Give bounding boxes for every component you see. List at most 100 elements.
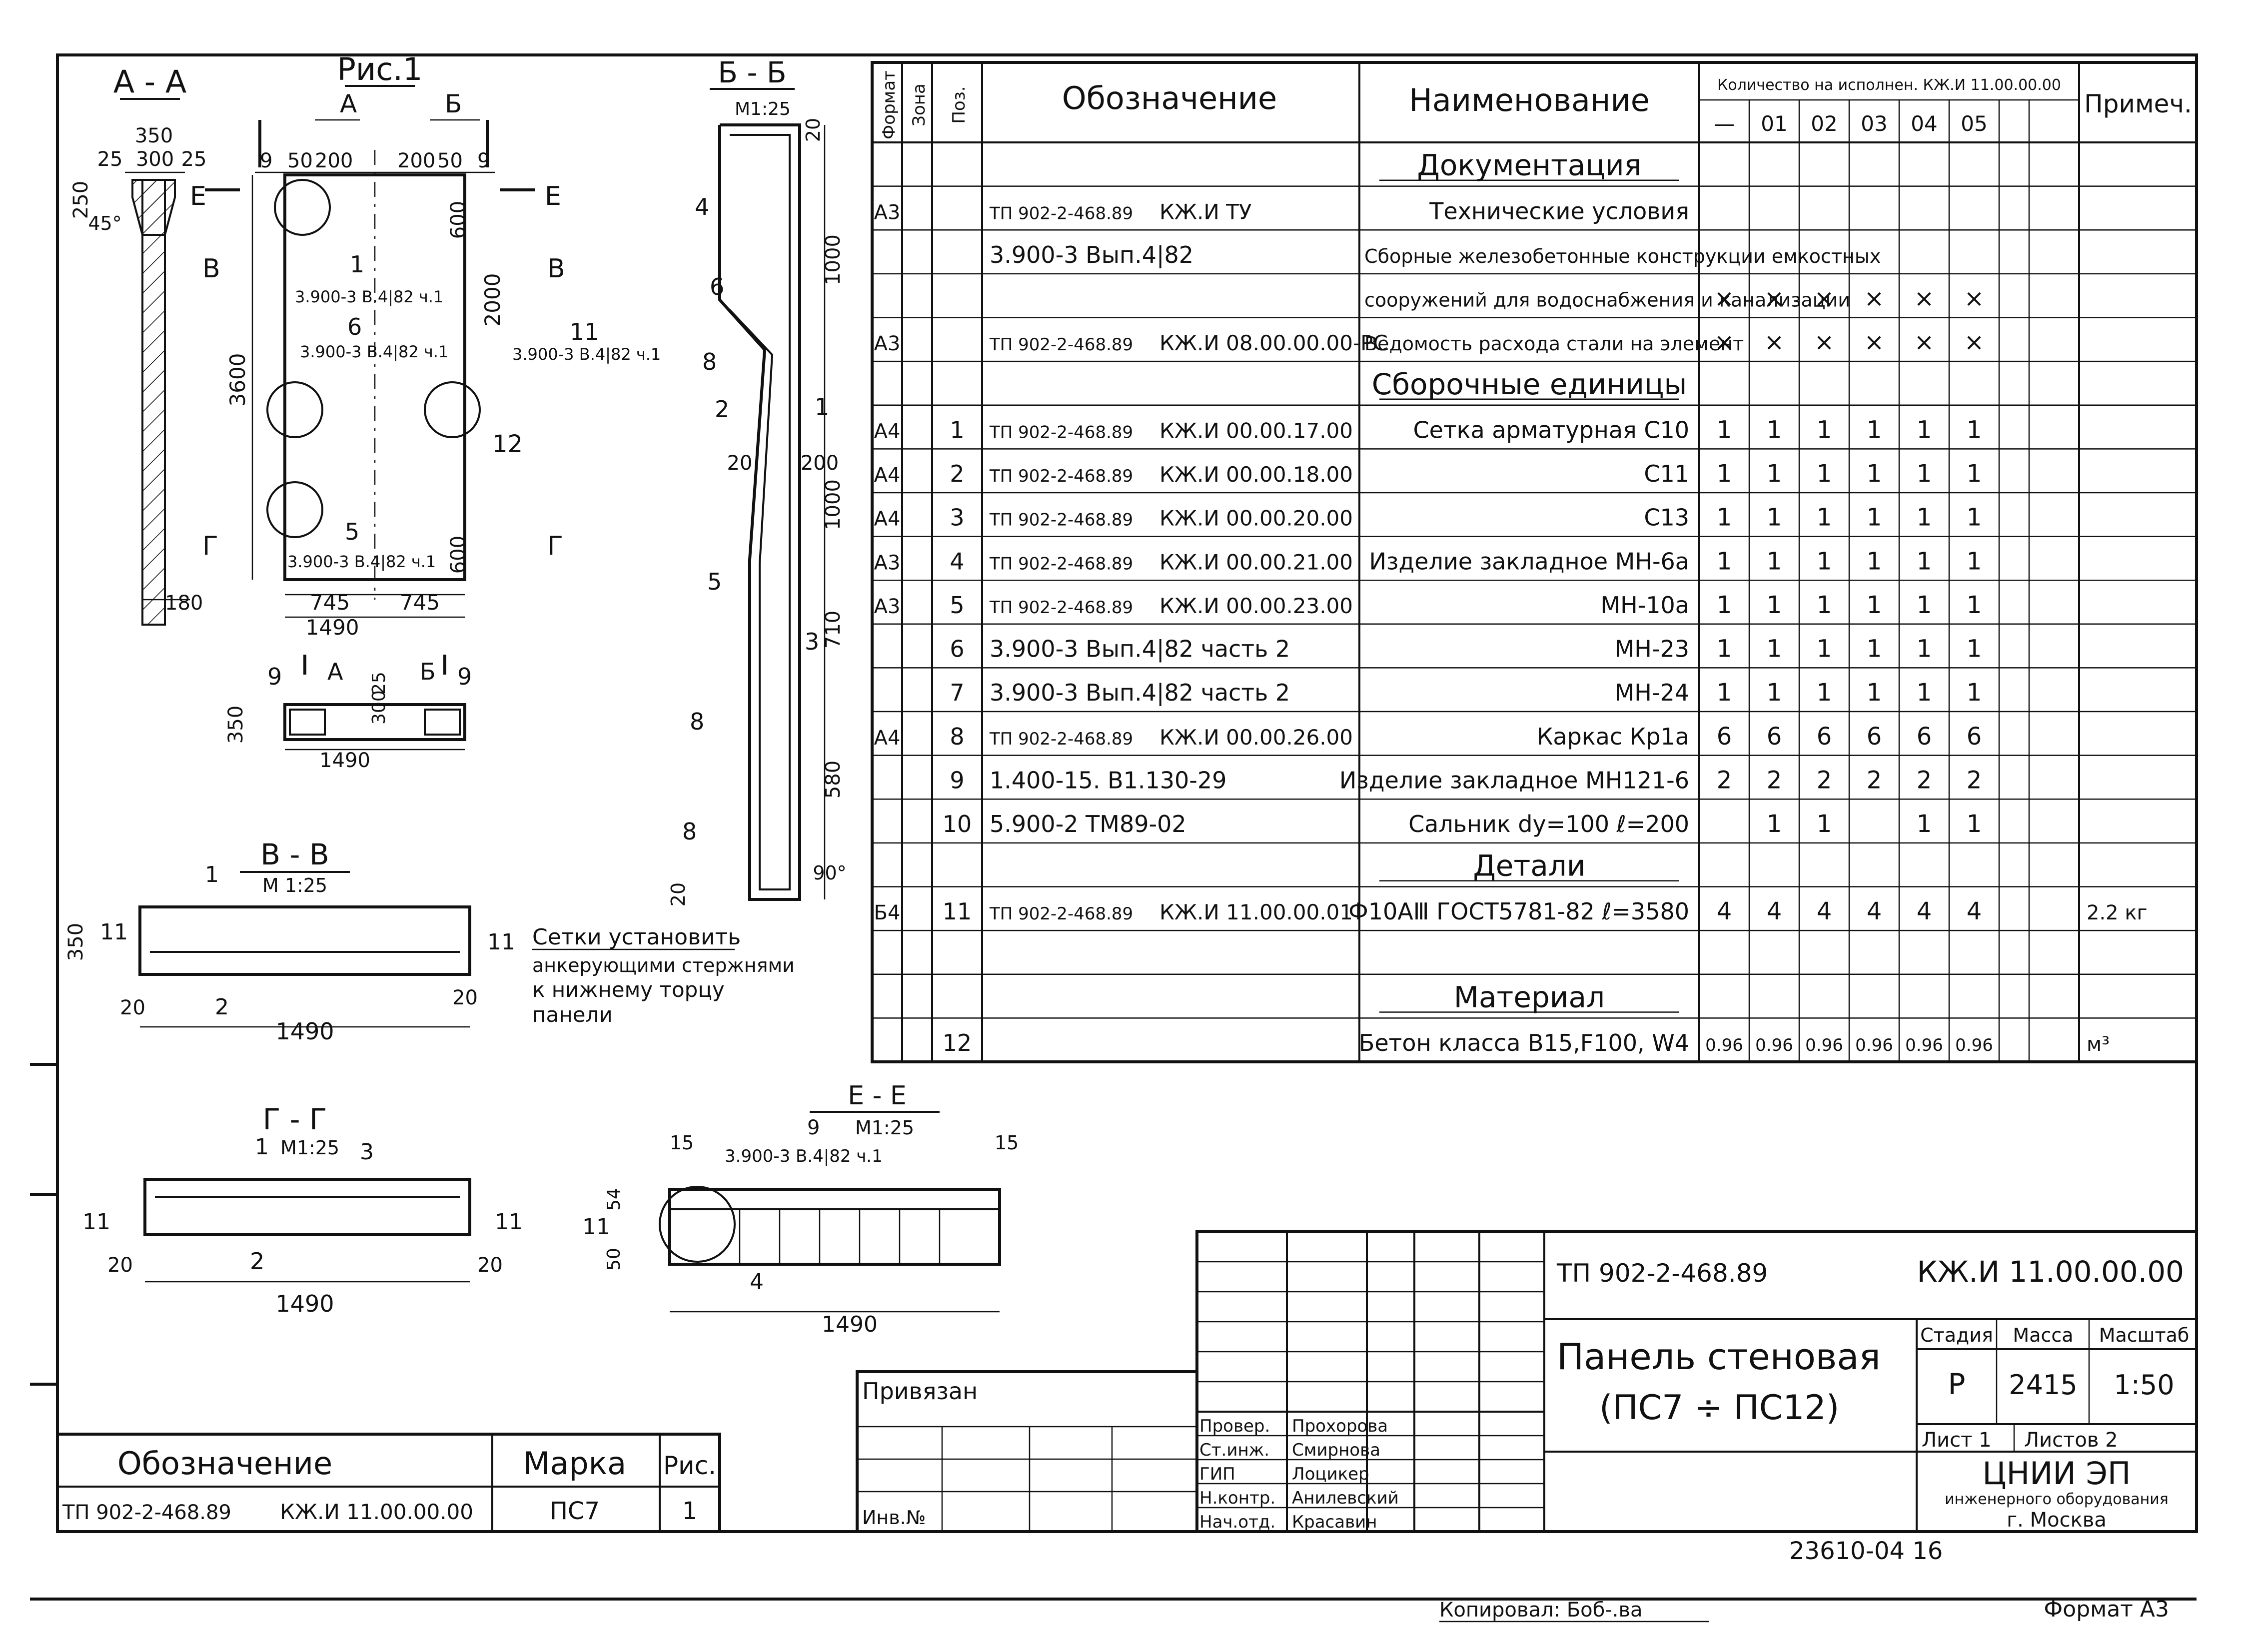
- cell-qty: 6: [1867, 723, 1882, 751]
- svg-text:02: 02: [1811, 111, 1837, 136]
- tb-role: Ст.инж.: [1199, 1440, 1269, 1460]
- cell-qty: 1: [1917, 460, 1932, 488]
- svg-text:9: 9: [457, 663, 472, 690]
- svg-text:Р: Р: [1948, 1367, 1966, 1401]
- cell-qty: 1: [1817, 591, 1832, 619]
- cell-name: Бетон класса В15,F100, W4: [1359, 1029, 1689, 1056]
- front-view: Рис.1 А Б Е Е В В Г Г 9 50 200 200 50 9 …: [190, 51, 661, 640]
- cell-designation: ТП 902-2-468.89: [989, 466, 1133, 486]
- svg-text:745: 745: [400, 590, 440, 615]
- header-pos: Поз.: [949, 86, 969, 123]
- svg-text:350: 350: [64, 923, 87, 961]
- cell-designation-code: КЖ.И 00.00.18.00: [1159, 462, 1353, 487]
- cell-qty: ×: [1814, 328, 1834, 356]
- cell-qty: 1: [1717, 460, 1732, 488]
- cell-format: А3: [874, 595, 901, 618]
- cell-qty: 1: [1767, 504, 1782, 532]
- svg-text:А: А: [340, 89, 357, 118]
- svg-text:8: 8: [702, 348, 717, 375]
- tb-person: Красавин: [1292, 1512, 1377, 1532]
- svg-text:12: 12: [492, 430, 523, 458]
- cell-pos: 2: [950, 460, 964, 487]
- cell-qty: 1: [1817, 504, 1832, 532]
- header-qty: Количество на исполнен. КЖ.И 11.00.00.00: [1717, 76, 2061, 94]
- section-a-a: А - А 350 25 300 25 250 45° 180: [69, 63, 206, 626]
- svg-text:20: 20: [802, 118, 824, 142]
- svg-text:20: 20: [727, 452, 753, 475]
- inv-label: Инв.№: [862, 1507, 926, 1529]
- svg-text:Сетки установить: Сетки установить: [532, 924, 741, 950]
- cell-qty: 4: [1767, 897, 1782, 925]
- svg-text:250: 250: [69, 181, 92, 219]
- svg-text:1:50: 1:50: [2114, 1369, 2174, 1401]
- svg-text:20: 20: [477, 1254, 503, 1277]
- cell-note: 2.2 кг: [2087, 901, 2148, 924]
- svg-text:инженерного оборудования: инженерного оборудования: [1945, 1491, 2169, 1508]
- svg-text:М1:25: М1:25: [735, 99, 791, 119]
- note-text: Сетки установить анкерующими стержнями к…: [532, 924, 795, 1027]
- cell-qty: 1: [1717, 416, 1732, 444]
- cell-qty: 1: [1817, 810, 1832, 838]
- svg-text:9: 9: [477, 149, 490, 172]
- cell-qty: 1: [1917, 810, 1932, 838]
- cell-qty: 0.96: [1955, 1035, 1993, 1055]
- svg-text:1000: 1000: [822, 234, 845, 285]
- cell-qty: 1: [1967, 416, 1982, 444]
- svg-text:1490: 1490: [319, 749, 370, 772]
- cell-designation: ТП 902-2-468.89: [989, 510, 1133, 530]
- cell-designation-code: КЖ.И 00.00.23.00: [1159, 594, 1353, 618]
- cell-pos: 3: [950, 504, 964, 531]
- svg-text:1: 1: [255, 1134, 269, 1160]
- svg-text:45°: 45°: [88, 212, 121, 234]
- svg-text:3: 3: [805, 628, 819, 655]
- svg-text:1: 1: [205, 862, 219, 887]
- svg-text:8: 8: [690, 708, 704, 735]
- cell-designation-code: КЖ.И ТУ: [1159, 199, 1251, 224]
- cell-name: Изделие закладное МН121-6: [1339, 767, 1689, 794]
- cell-format: А3: [874, 201, 901, 224]
- cell-designation-code: КЖ.И 00.00.17.00: [1159, 418, 1353, 443]
- svg-text:1490: 1490: [275, 1018, 334, 1045]
- svg-text:01: 01: [1761, 111, 1787, 136]
- svg-text:2: 2: [250, 1248, 264, 1275]
- tb-title1: Панель стеновая: [1557, 1336, 1881, 1378]
- svg-text:Г - Г: Г - Г: [263, 1102, 327, 1136]
- svg-text:20: 20: [452, 986, 478, 1009]
- cell-designation-code: КЖ.И 00.00.21.00: [1159, 550, 1353, 574]
- cell-qty: 1: [1967, 547, 1982, 575]
- ref-label-5: 3.900-3 В.4|82 ч.1: [287, 552, 436, 571]
- cell-qty: 2: [1867, 766, 1882, 794]
- svg-text:03: 03: [1861, 111, 1887, 136]
- cell-qty: 1: [1967, 810, 1982, 838]
- cell-format: Б4: [874, 901, 901, 924]
- cell-qty: 1: [1767, 635, 1782, 663]
- cell-qty: ×: [1814, 285, 1834, 313]
- svg-text:Г: Г: [547, 531, 563, 561]
- svg-text:90°: 90°: [813, 862, 846, 884]
- cell-name: Ф10АⅢ ГОСТ5781-82 ℓ=3580: [1348, 898, 1689, 925]
- svg-text:200: 200: [397, 149, 435, 172]
- marks-table: Обозначение Марка Рис. ТП 902-2-468.89 К…: [56, 1433, 721, 1533]
- header-format: Формат: [879, 70, 899, 139]
- cell-format: А4: [874, 464, 901, 487]
- cell-qty: 1: [1817, 679, 1832, 707]
- svg-text:11: 11: [495, 1209, 523, 1235]
- plan-view: А Б 9 9 350 25 300 1490: [224, 655, 472, 772]
- cell-qty: 1: [1717, 504, 1732, 532]
- section-b-b: Б - Б М1:25 20 1000 200 20 1000 710 580 …: [667, 55, 847, 906]
- cell-qty: 1: [1817, 635, 1832, 663]
- cell-qty: 1: [1867, 635, 1882, 663]
- svg-text:1: 1: [682, 1497, 698, 1525]
- svg-text:25: 25: [97, 148, 123, 171]
- cell-pos: 8: [950, 723, 964, 750]
- cell-designation: 3.900-3 Вып.4|82 часть 2: [990, 636, 1290, 663]
- cell-qty: 1: [1967, 460, 1982, 488]
- cell-qty: 2: [1967, 766, 1982, 794]
- svg-text:11: 11: [100, 919, 128, 945]
- svg-text:панели: панели: [532, 1002, 613, 1027]
- cell-format: А4: [874, 727, 901, 750]
- svg-text:8: 8: [682, 818, 697, 845]
- cell-qty: 1: [1967, 679, 1982, 707]
- cell-designation: 5.900-2 ТМ89-02: [990, 811, 1186, 837]
- cell-qty: 1: [1717, 547, 1732, 575]
